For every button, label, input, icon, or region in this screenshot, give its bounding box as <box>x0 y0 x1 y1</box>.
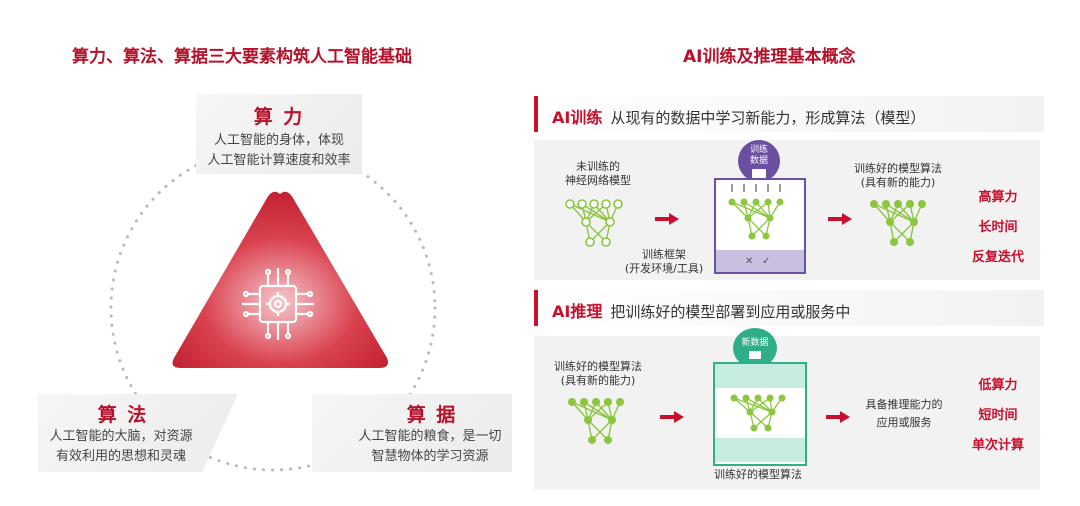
algorithm-desc-1: 人工智能的大脑，对资源 <box>49 429 193 444</box>
inference-model-label: 训练好的模型算法 (具有新的能力) <box>548 360 648 388</box>
left-title: 算力、算法、算据三大要素构筑人工智能基础 <box>72 47 412 67</box>
doc-icon <box>752 169 766 178</box>
untrained-label-1: 未训练的 <box>576 160 620 173</box>
compute-desc-2: 人工智能计算速度和效率 <box>207 153 351 168</box>
app-label: 具备推理能力的 应用或服务 <box>854 396 954 432</box>
camera-icon <box>749 351 761 359</box>
app-label-2: 应用或服务 <box>876 416 932 429</box>
inference-model-label-2: (具有新的能力) <box>560 374 636 387</box>
arrow-icon <box>828 210 852 225</box>
inference-header: AI推理把训练好的模型部署到应用或服务中 <box>552 298 850 322</box>
inference-metric-2: 短时间 <box>978 408 1018 423</box>
data-desc-2: 智慧物体的学习资源 <box>371 449 489 464</box>
framework-footer <box>716 250 804 272</box>
training-tag: AI训练 <box>552 108 603 127</box>
training-header-bar <box>534 96 1044 132</box>
algorithm-card: 算 法 人工智能的大脑，对资源 有效利用的思想和灵魂 <box>38 394 238 472</box>
algorithm-desc-2: 有效利用的思想和灵魂 <box>55 449 186 464</box>
chip-icon <box>242 268 314 340</box>
trained-label-2: (具有新的能力) <box>860 176 936 189</box>
new-data-badge: 新数据 <box>733 328 777 368</box>
arrow-icon <box>826 408 850 423</box>
inference-header-bar <box>534 290 1044 326</box>
inference-bottom-label: 训练好的模型算法 <box>714 468 802 481</box>
trained-label-1: 训练好的模型算法 <box>854 162 942 175</box>
untrained-label-2: 神经网络模型 <box>565 174 631 187</box>
arrow-icon <box>660 408 684 423</box>
data-desc-1: 人工智能的粮食，是一切 <box>358 429 502 444</box>
training-metric-3: 反复迭代 <box>971 250 1024 265</box>
data-heading: 算 据 <box>406 404 458 426</box>
new-data-text: 新数据 <box>741 338 769 348</box>
framework-label-2: (开发环境/工具) <box>624 262 704 275</box>
inference-box-top <box>715 364 805 388</box>
inference-model-label-1: 训练好的模型算法 <box>554 360 642 373</box>
inference-desc: 把训练好的模型部署到应用或服务中 <box>610 303 851 321</box>
compute-card: 算 力 人工智能的身体，体现 人工智能计算速度和效率 <box>196 94 362 174</box>
cross-icon: ✕ <box>745 256 754 267</box>
arrow-icon <box>655 210 679 225</box>
compute-heading: 算 力 <box>253 106 305 128</box>
app-label-1: 具备推理能力的 <box>865 398 943 411</box>
framework-label: 训练框架 (开发环境/工具) <box>624 248 704 276</box>
framework-label-1: 训练框架 <box>642 248 686 261</box>
data-card: 算 据 人工智能的粮食，是一切 智慧物体的学习资源 <box>312 394 512 472</box>
inference-metric-1: 低算力 <box>978 378 1018 393</box>
inference-box-bottom <box>715 438 805 462</box>
training-header: AI训练从现有的数据中学习新能力，形成算法（模型） <box>552 104 925 128</box>
inference-box-network-icon <box>730 394 786 432</box>
check-icon: ✓ <box>762 256 771 267</box>
training-data-badge: 训练 数据 <box>738 140 780 182</box>
compute-desc-1: 人工智能的身体，体现 <box>213 133 344 148</box>
algorithm-heading: 算 法 <box>97 404 149 426</box>
trained-label: 训练好的模型算法 (具有新的能力) <box>848 162 948 190</box>
right-title: AI训练及推理基本概念 <box>683 47 856 67</box>
inference-tag: AI推理 <box>552 302 603 321</box>
untrained-label: 未训练的 神经网络模型 <box>558 160 638 188</box>
training-desc: 从现有的数据中学习新能力，形成算法（模型） <box>610 109 926 127</box>
training-metric-2: 长时间 <box>978 220 1018 235</box>
untrained-network-icon <box>565 199 623 247</box>
trained-network-icon <box>870 200 926 246</box>
red-triangle <box>172 191 388 368</box>
inference-metric-3: 单次计算 <box>971 438 1024 453</box>
trained-arrows-icon <box>731 184 781 192</box>
training-badge-l1: 训练 <box>749 145 768 155</box>
framework-network-icon <box>728 198 784 240</box>
training-metric-1: 高算力 <box>978 190 1018 205</box>
inference-network-icon <box>568 398 624 444</box>
training-badge-l2: 数据 <box>749 156 768 166</box>
